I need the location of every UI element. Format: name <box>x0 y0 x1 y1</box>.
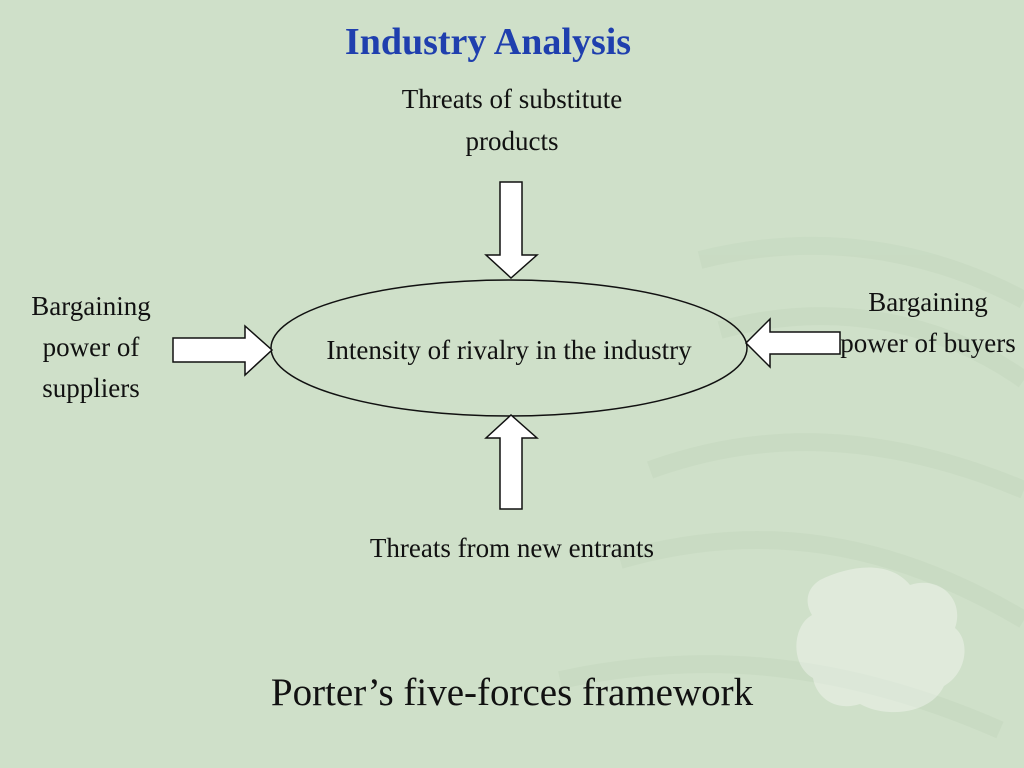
force-threats-new-entrants: Threats from new entrants <box>369 533 655 563</box>
arrow-down-from-substitutes <box>484 181 539 280</box>
arrow-left-from-buyers <box>744 317 841 369</box>
force-bargaining-suppliers: Bargaining power of suppliers <box>31 291 151 403</box>
force-threats-substitutes: Threats of substitute products <box>401 84 623 156</box>
force-bargaining-buyers: Bargaining power of buyers <box>840 287 1016 358</box>
slide-title: Industry Analysis <box>344 21 632 63</box>
arrow-right-from-suppliers <box>172 324 274 377</box>
framework-caption: Porter’s five-forces framework <box>270 671 754 714</box>
rivalry-label: Intensity of rivalry in the industry <box>326 335 692 365</box>
arrow-up-from-entrants <box>484 413 539 510</box>
